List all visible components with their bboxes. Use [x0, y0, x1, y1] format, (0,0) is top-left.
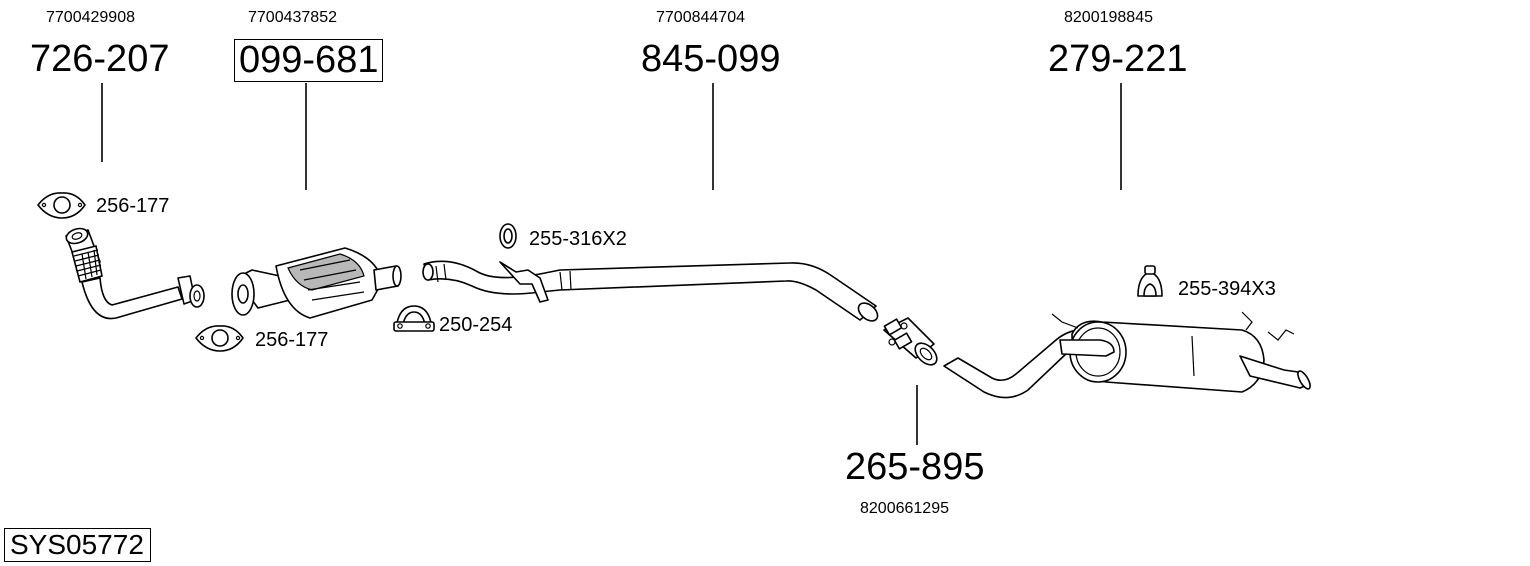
accessory-label: 256-177: [255, 329, 329, 351]
catalytic-converter-099-681: [231, 247, 402, 319]
pipe-connector-265-895: [883, 317, 938, 366]
accessory-label: 250-254: [439, 314, 513, 336]
oem-number-label: 7700437852: [248, 9, 337, 26]
accessory-label: 255-394X3: [1178, 278, 1276, 300]
part-number-label: 845-099: [641, 38, 781, 80]
gasket-256-177-bottom: [195, 325, 244, 352]
part-number-label: 726-207: [30, 38, 170, 80]
part-number-label: 265-895: [845, 446, 985, 488]
rear-silencer-279-221: [943, 311, 1311, 399]
oem-number-label: 8200198845: [1064, 9, 1153, 26]
rubber-mount-255-394: [1137, 265, 1163, 297]
part-number-label: 279-221: [1048, 38, 1188, 80]
system-id-label: SYS05772: [4, 528, 151, 562]
oem-number-label: 7700429908: [46, 9, 135, 26]
front-pipe-726-207: [65, 227, 205, 320]
accessory-label: 255-316X2: [529, 228, 627, 250]
oem-number-label: 7700844704: [656, 9, 745, 26]
accessory-label: 256-177: [96, 195, 170, 217]
ring-gasket-255-316: [499, 223, 517, 249]
middle-pipe-845-099: [422, 260, 879, 322]
oem-number-label: 8200661295: [860, 500, 949, 517]
part-number-label-boxed: 099-681: [234, 39, 384, 82]
gasket-256-177-top: [37, 192, 86, 219]
clamp-250-254: [393, 305, 435, 332]
